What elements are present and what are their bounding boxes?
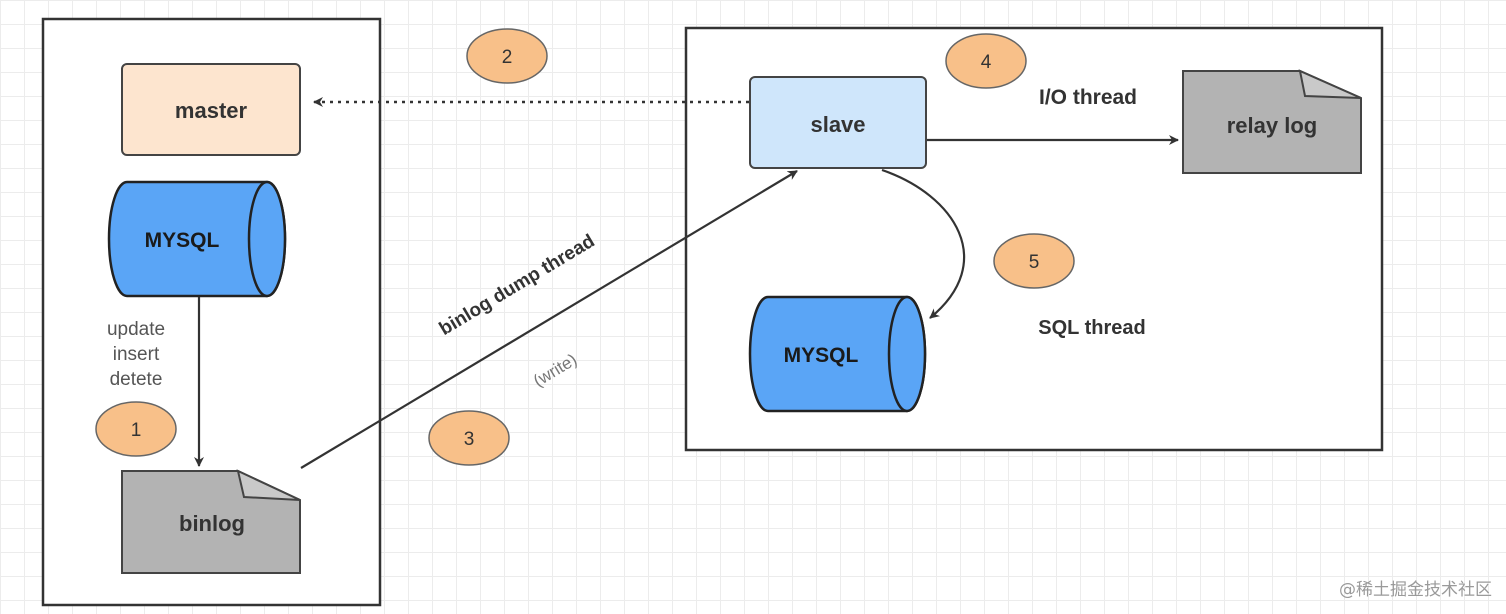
step-1-label: 1: [131, 420, 142, 441]
io-thread-label: I/O thread: [1039, 86, 1137, 109]
write-label: (write): [530, 350, 580, 391]
relay-log-label: relay log: [1227, 113, 1317, 138]
step-5-badge: 5: [993, 233, 1075, 289]
step-3-label: 3: [464, 429, 475, 450]
master-node: master: [121, 63, 301, 156]
master-label: master: [175, 98, 248, 123]
binlog-dump-thread-label: binlog dump thread: [436, 231, 599, 340]
step-2-label: 2: [502, 47, 513, 68]
sql-thread-arrow: [881, 168, 966, 319]
step-4-badge: 4: [945, 33, 1027, 89]
watermark-text: @稀土掘金技术社区: [1339, 580, 1492, 600]
slave-mysql-label: MYSQL: [784, 344, 859, 367]
step-4-label: 4: [981, 52, 992, 73]
sql-thread-label: SQL thread: [1038, 317, 1145, 339]
op-update: update: [107, 319, 165, 340]
slave-mysql-database: MYSQL: [748, 295, 927, 413]
step-2-badge: 2: [466, 28, 548, 84]
master-mysql-label: MYSQL: [145, 229, 220, 252]
master-mysql-database: MYSQL: [107, 180, 287, 298]
step-3-badge: 3: [428, 410, 510, 466]
binlog-dump-arrow: [300, 170, 798, 469]
step-5-label: 5: [1029, 252, 1040, 273]
slave-node: slave: [749, 76, 927, 169]
binlog-document: binlog: [121, 469, 301, 574]
step-1-badge: 1: [95, 401, 177, 457]
slave-label: slave: [810, 112, 865, 137]
op-insert: insert: [113, 344, 160, 365]
binlog-label: binlog: [179, 511, 245, 536]
op-detete: detete: [110, 369, 163, 390]
relay-log-document: relay log: [1182, 69, 1362, 174]
